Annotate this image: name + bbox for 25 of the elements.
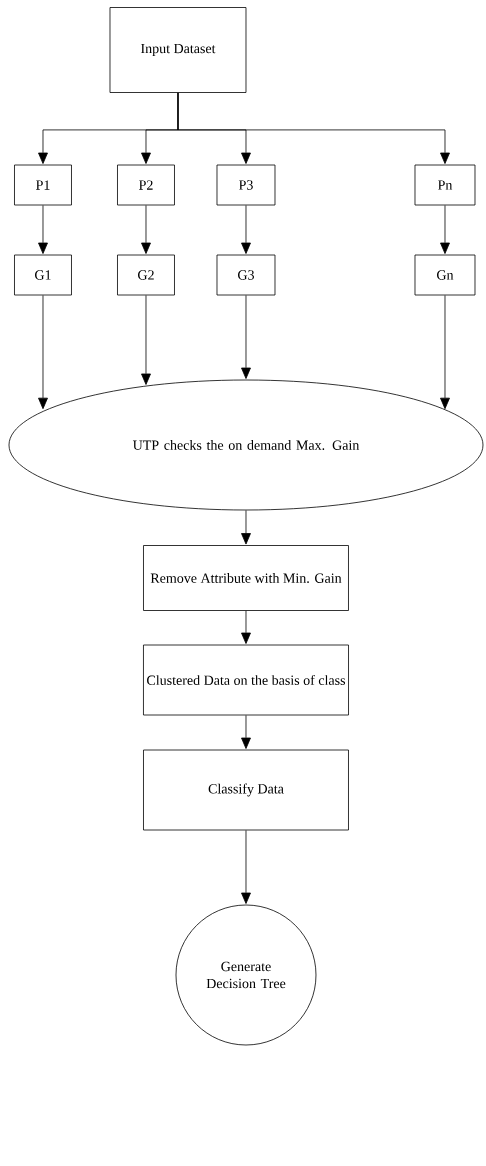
arrow <box>38 205 48 254</box>
arrow <box>141 205 151 254</box>
process-box: P2 <box>117 164 175 206</box>
arrow <box>141 295 151 385</box>
process-box: Remove Attribute with Min. Gain <box>143 545 349 611</box>
arrow <box>241 715 251 749</box>
process-box: Input Dataset <box>109 7 247 93</box>
arrow <box>177 92 450 164</box>
arrow <box>440 295 450 410</box>
process-box: Clustered Data on the basis of class <box>143 644 349 716</box>
process-box: G3 <box>216 254 276 296</box>
arrow <box>241 205 251 254</box>
process-box: Classify Data <box>143 749 349 831</box>
process-box: G1 <box>14 254 72 296</box>
process-box: G2 <box>117 254 175 296</box>
process-box: P1 <box>14 164 72 206</box>
arrow <box>38 295 48 410</box>
process-box: Pn <box>414 164 476 206</box>
arrow <box>241 295 251 379</box>
arrow <box>241 610 251 644</box>
arrow <box>241 830 251 904</box>
process-box: Gn <box>414 254 476 296</box>
arrow <box>241 510 251 545</box>
process-box: P3 <box>216 164 276 206</box>
arrow <box>440 205 450 254</box>
